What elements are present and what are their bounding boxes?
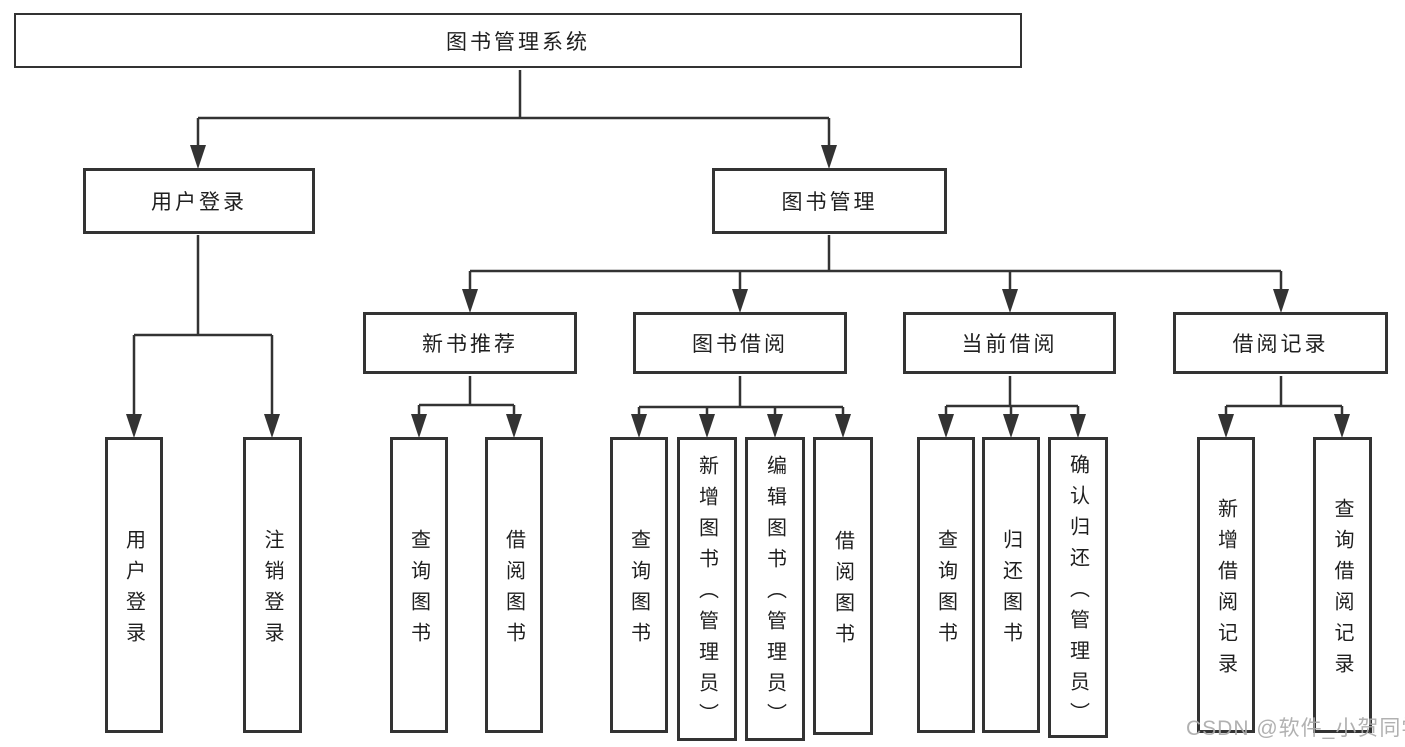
leaf-borrow-books-borrow: 借阅图书 <box>813 437 873 735</box>
leaf-borrow-books-borrow-label: 借阅图书 <box>831 529 854 654</box>
leaf-query-books-current-label: 查询图书 <box>934 528 957 653</box>
arrow-down-icon <box>1334 414 1350 438</box>
leaf-add-borrow-record: 新增借阅记录 <box>1197 437 1255 733</box>
connector-book-borrow-children <box>637 376 845 415</box>
leaf-confirm-return-admin-label: 确认归还（管理员） <box>1066 453 1089 733</box>
arrow-down-icon <box>190 145 206 169</box>
arrow-down-icon <box>1273 289 1289 313</box>
node-current-borrow-label: 当前借阅 <box>961 333 1058 356</box>
leaf-add-book-admin: 新增图书（管理员） <box>677 437 737 741</box>
arrow-down-icon <box>631 414 647 438</box>
arrow-down-icon <box>732 289 748 313</box>
node-new-book-recommend-label: 新书推荐 <box>422 333 518 356</box>
node-book-borrow: 图书借阅 <box>633 312 847 374</box>
node-new-book-recommend: 新书推荐 <box>363 312 577 374</box>
connector-new-book-children <box>417 376 516 415</box>
leaf-return-book: 归还图书 <box>982 437 1040 733</box>
leaf-edit-book-admin: 编辑图书（管理员） <box>745 437 805 741</box>
arrow-down-icon <box>506 414 522 438</box>
node-root-label: 图书管理系统 <box>446 30 590 54</box>
node-book-management-label: 图书管理 <box>781 191 878 214</box>
node-current-borrow: 当前借阅 <box>903 312 1116 374</box>
node-user-login-label: 用户登录 <box>151 191 247 214</box>
leaf-query-books-recommend-label: 查询图书 <box>407 528 430 653</box>
node-book-management: 图书管理 <box>712 168 947 234</box>
connector-root-to-level2 <box>196 70 831 146</box>
leaf-confirm-return-admin: 确认归还（管理员） <box>1048 437 1108 738</box>
arrow-down-icon <box>835 414 851 438</box>
leaf-logout-label: 注销登录 <box>261 528 283 653</box>
arrow-down-icon <box>767 414 783 438</box>
arrow-down-icon <box>1070 414 1086 438</box>
arrow-down-icon <box>411 414 427 438</box>
leaf-borrow-books-recommend-label: 借阅图书 <box>502 528 525 653</box>
leaf-query-books-borrow-label: 查询图书 <box>627 528 650 653</box>
arrow-down-icon <box>1003 414 1019 438</box>
arrow-down-icon <box>821 145 837 169</box>
node-book-borrow-label: 图书借阅 <box>692 333 788 356</box>
watermark: CSDN @软件_小贺同学 <box>1186 717 1405 740</box>
connector-current-borrow-children <box>944 376 1080 415</box>
leaf-query-books-recommend: 查询图书 <box>390 437 448 733</box>
connector-borrow-records-children <box>1224 376 1344 415</box>
arrow-down-icon <box>938 414 954 438</box>
leaf-query-borrow-record-label: 查询借阅记录 <box>1331 497 1353 684</box>
connector-book-management-children <box>468 235 1283 290</box>
arrowheads <box>126 145 1350 438</box>
arrow-down-icon <box>462 289 478 313</box>
leaf-edit-book-admin-label: 编辑图书（管理员） <box>763 455 786 734</box>
arrow-down-icon <box>699 414 715 438</box>
node-borrow-records: 借阅记录 <box>1173 312 1388 374</box>
leaf-query-books-borrow: 查询图书 <box>610 437 668 733</box>
leaf-query-books-current: 查询图书 <box>917 437 975 733</box>
arrow-down-icon <box>1002 289 1018 313</box>
leaf-borrow-books-recommend: 借阅图书 <box>485 437 543 733</box>
connector-user-login-children <box>132 235 274 414</box>
node-user-login: 用户登录 <box>83 168 315 234</box>
arrow-down-icon <box>126 414 142 438</box>
leaf-logout: 注销登录 <box>243 437 302 733</box>
node-borrow-records-label: 借阅记录 <box>1232 333 1329 356</box>
arrow-down-icon <box>264 414 280 438</box>
node-root: 图书管理系统 <box>14 13 1022 68</box>
leaf-user-login-label: 用户登录 <box>122 528 145 653</box>
leaf-query-borrow-record: 查询借阅记录 <box>1313 437 1372 733</box>
arrow-down-icon <box>1218 414 1234 438</box>
leaf-add-borrow-record-label: 新增借阅记录 <box>1214 497 1237 684</box>
leaf-user-login: 用户登录 <box>105 437 163 733</box>
leaf-add-book-admin-label: 新增图书（管理员） <box>695 455 718 734</box>
leaf-return-book-label: 归还图书 <box>999 528 1022 653</box>
